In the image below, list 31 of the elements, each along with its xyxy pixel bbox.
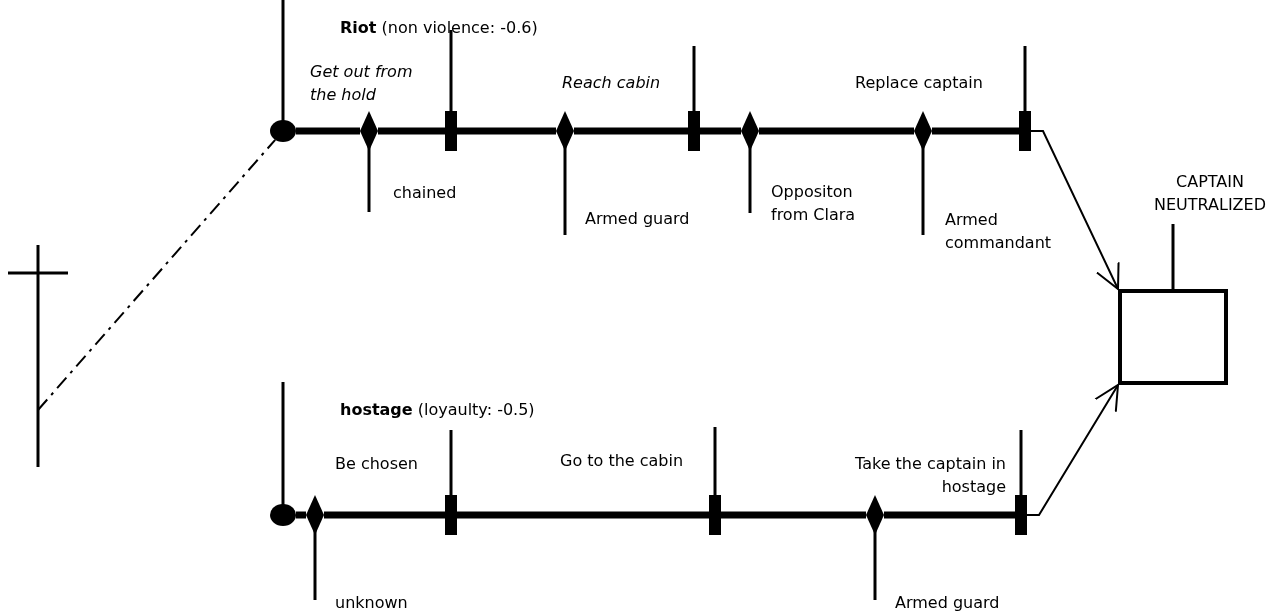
timeline-segment bbox=[721, 511, 866, 519]
dash-dot-line bbox=[37, 138, 277, 411]
arrow bbox=[1026, 384, 1119, 516]
obstacle-label: Armed commandant bbox=[945, 209, 1053, 254]
step-label: Replace captain bbox=[855, 72, 984, 94]
timeline-segment bbox=[700, 127, 741, 135]
obstacle-label: unknown bbox=[335, 592, 409, 613]
obstacle-label: Armed guard bbox=[585, 208, 691, 230]
plan-title: Riot (non violence: -0.6) bbox=[340, 17, 539, 39]
timeline-segment bbox=[932, 127, 1019, 135]
arrow bbox=[1030, 130, 1120, 290]
obstacle-label: chained bbox=[393, 182, 458, 204]
obstacle-label: Oppositon from Clara bbox=[771, 181, 857, 226]
plan-title: hostage (loyaulty: -0.5) bbox=[340, 399, 536, 421]
timeline-segment bbox=[296, 127, 360, 135]
timeline-segment bbox=[574, 127, 688, 135]
timeline-segment bbox=[759, 127, 914, 135]
timeline-segment bbox=[457, 127, 556, 135]
timeline-segment bbox=[378, 127, 445, 135]
timeline-segment bbox=[296, 511, 306, 519]
step-label: Get out from the hold bbox=[310, 61, 414, 106]
timeline-segment bbox=[324, 511, 445, 519]
step-label: Take the captain in hostage bbox=[854, 453, 1006, 498]
timeline-segment bbox=[457, 511, 709, 519]
obstacle-label: Armed guard bbox=[895, 592, 1001, 613]
step-label: Be chosen bbox=[335, 453, 419, 475]
step-label: Reach cabin bbox=[562, 72, 662, 94]
step-label: Go to the cabin bbox=[560, 450, 685, 472]
goal-box bbox=[1118, 289, 1228, 385]
goal-label: CAPTAIN NEUTRALIZED bbox=[1153, 171, 1267, 216]
timeline-segment bbox=[884, 511, 1015, 519]
